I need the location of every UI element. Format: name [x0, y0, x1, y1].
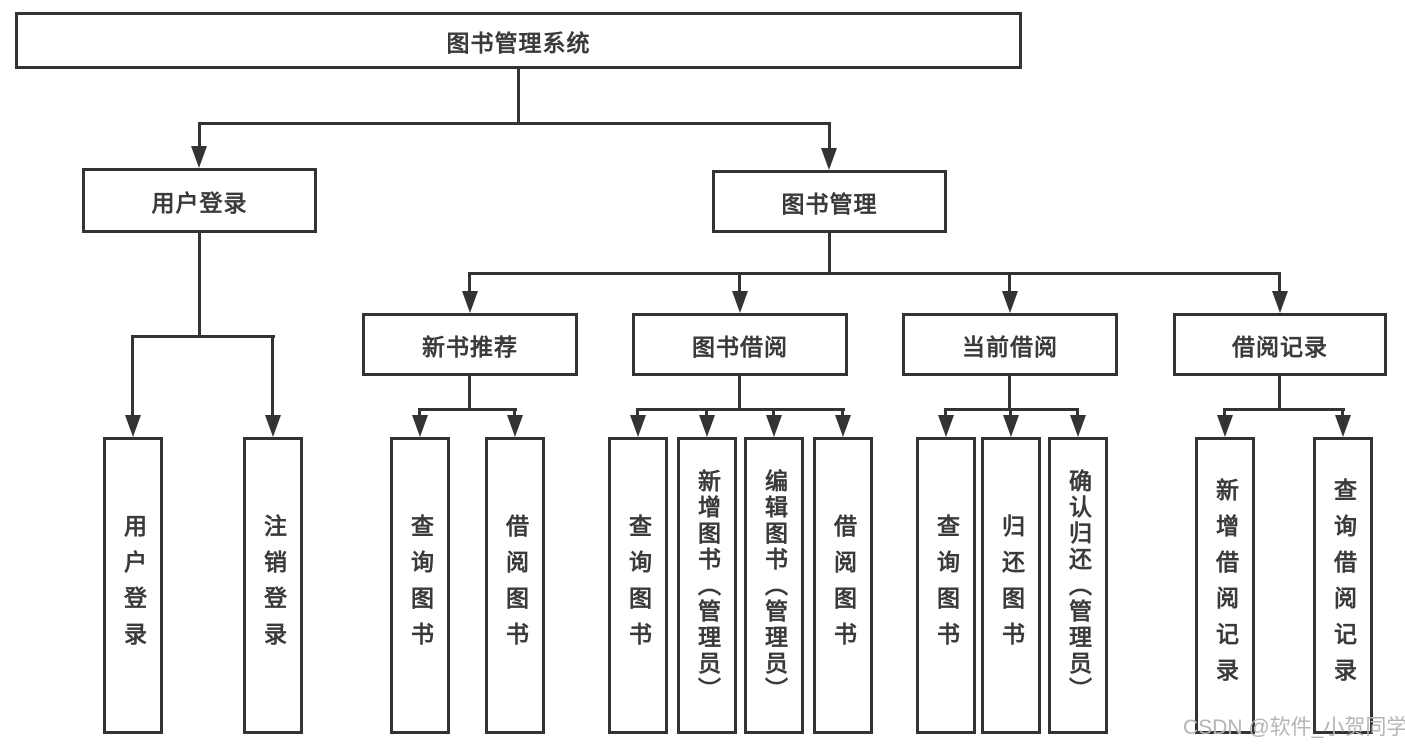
connector-line	[828, 233, 831, 275]
arrow-down-icon	[507, 415, 523, 437]
node-label: 注销登录	[260, 513, 287, 658]
node-label: 借阅图书	[830, 513, 857, 658]
connector-line	[468, 272, 1281, 275]
node-label: 图书管理系统	[446, 29, 591, 56]
node-current-borrow: 当前借阅	[902, 313, 1118, 376]
connector-line	[1278, 376, 1281, 410]
connector-line	[636, 408, 845, 411]
arrow-down-icon	[125, 415, 141, 437]
arrow-down-icon	[191, 146, 207, 168]
connector-line	[198, 233, 201, 338]
leaf-add-borrow-record: 新增借阅记录	[1195, 437, 1255, 734]
leaf-user-login: 用户登录	[103, 437, 163, 734]
node-label: 当前借阅	[962, 333, 1058, 360]
arrow-down-icon	[630, 415, 646, 437]
connector-line	[1223, 408, 1226, 420]
connector-line	[1278, 272, 1281, 294]
arrow-down-icon	[1070, 415, 1086, 437]
connector-line	[738, 376, 741, 410]
arrow-down-icon	[699, 415, 715, 437]
node-book-management: 图书管理	[712, 170, 947, 233]
connector-line	[636, 408, 639, 420]
arrow-down-icon	[1272, 291, 1288, 313]
connector-line	[738, 272, 741, 294]
node-label: 图书借阅	[692, 333, 788, 360]
connector-line	[418, 408, 421, 420]
leaf-query-borrow-record: 查询借阅记录	[1313, 437, 1373, 734]
connector-line	[131, 335, 134, 418]
node-label: 查询图书	[933, 513, 960, 658]
leaf-borrow-books: 借阅图书	[813, 437, 873, 734]
connector-line	[513, 408, 516, 420]
leaf-return-book: 归还图书	[981, 437, 1041, 734]
connector-line	[705, 408, 708, 420]
arrow-down-icon	[1217, 415, 1233, 437]
node-label: 借阅图书	[502, 513, 529, 658]
arrow-down-icon	[835, 415, 851, 437]
connector-line	[468, 376, 471, 410]
node-new-book-recommend: 新书推荐	[362, 313, 578, 376]
connector-line	[1009, 408, 1012, 420]
leaf-query-books-borrow: 查询图书	[608, 437, 668, 734]
leaf-query-books-recommend: 查询图书	[390, 437, 450, 734]
connector-line	[772, 408, 775, 420]
connector-line	[517, 69, 520, 124]
arrow-down-icon	[265, 415, 281, 437]
connector-line	[271, 335, 274, 418]
connector-line	[841, 408, 844, 420]
leaf-edit-book-admin: 编辑图书（管理员）	[744, 437, 804, 734]
connector-line	[1341, 408, 1344, 420]
node-label: 新书推荐	[422, 333, 518, 360]
connector-line	[1008, 376, 1011, 410]
leaf-add-book-admin: 新增图书（管理员）	[677, 437, 737, 734]
connector-line	[944, 408, 947, 420]
node-label: 用户登录	[151, 189, 248, 216]
arrow-down-icon	[732, 291, 748, 313]
csdn-watermark: CSDN @软件_小贺同学	[1183, 716, 1405, 739]
node-label: 编辑图书（管理员）	[761, 468, 788, 703]
node-user-login-group: 用户登录	[82, 168, 317, 233]
node-label: 图书管理	[781, 190, 878, 217]
arrow-down-icon	[1002, 291, 1018, 313]
arrow-down-icon	[938, 415, 954, 437]
node-label: 新增图书（管理员）	[694, 468, 721, 703]
node-label: 用户登录	[120, 513, 147, 658]
node-root-library-system: 图书管理系统	[15, 12, 1022, 69]
arrow-down-icon	[821, 148, 837, 170]
connector-line	[828, 122, 831, 151]
connector-line	[468, 272, 471, 294]
connector-line	[198, 122, 831, 125]
arrow-down-icon	[1335, 415, 1351, 437]
node-label: 确认归还（管理员）	[1065, 468, 1092, 703]
node-label: 借阅记录	[1232, 333, 1328, 360]
node-label: 归还图书	[998, 513, 1025, 658]
leaf-borrow-books-recommend: 借阅图书	[485, 437, 545, 734]
arrow-down-icon	[462, 291, 478, 313]
arrow-down-icon	[412, 415, 428, 437]
connector-line	[131, 335, 275, 338]
arrow-down-icon	[1003, 415, 1019, 437]
connector-line	[198, 122, 201, 149]
node-book-borrow: 图书借阅	[632, 313, 848, 376]
connector-line	[1223, 408, 1345, 411]
leaf-query-books-current: 查询图书	[916, 437, 976, 734]
leaf-confirm-return-admin: 确认归还（管理员）	[1048, 437, 1108, 734]
node-borrow-records: 借阅记录	[1173, 313, 1387, 376]
connector-line	[1008, 272, 1011, 294]
leaf-logout: 注销登录	[243, 437, 303, 734]
arrow-down-icon	[766, 415, 782, 437]
connector-line	[1076, 408, 1079, 420]
node-label: 查询图书	[407, 513, 434, 658]
node-label: 新增借阅记录	[1212, 477, 1239, 694]
node-label: 查询借阅记录	[1330, 477, 1357, 694]
node-label: 查询图书	[625, 513, 652, 658]
connector-line	[418, 408, 517, 411]
